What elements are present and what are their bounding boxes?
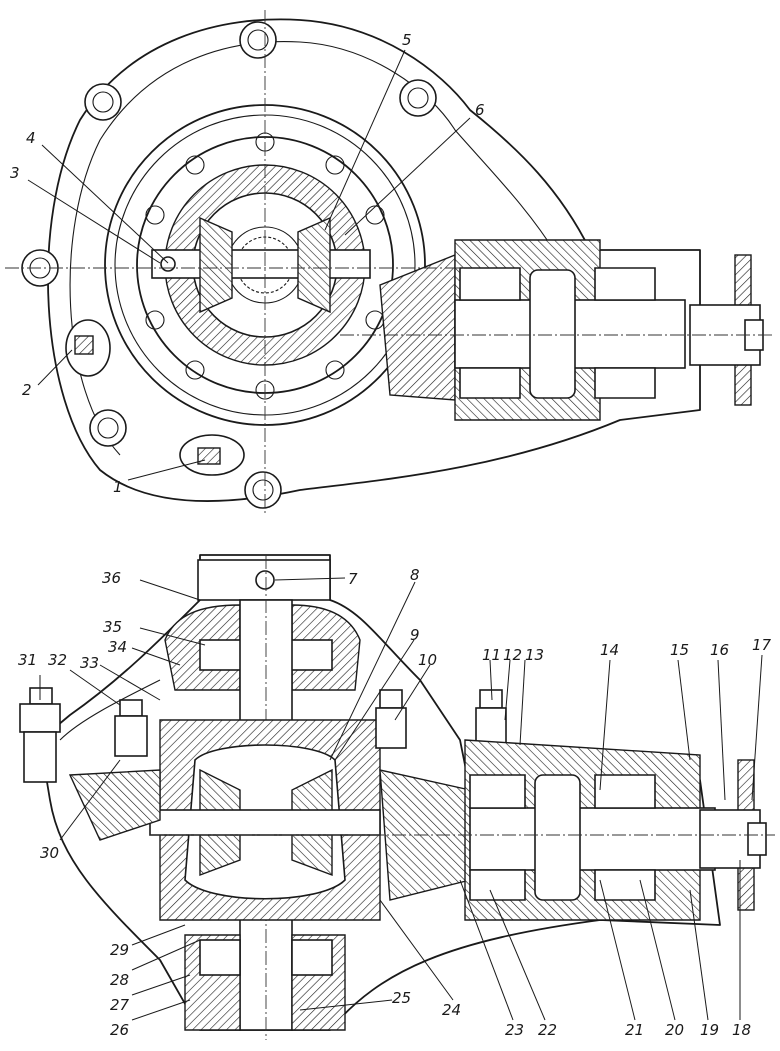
pinion-shaft-bottom xyxy=(469,807,716,871)
callout-20: 20 xyxy=(665,1021,684,1039)
housing-bolts xyxy=(21,21,437,509)
callout-24: 24 xyxy=(442,1001,461,1019)
callout-33: 33 xyxy=(80,654,99,672)
leader-lines xyxy=(27,49,763,1021)
callout-15: 15 xyxy=(670,641,689,659)
callout-13: 13 xyxy=(525,646,544,664)
callout-12: 12 xyxy=(503,646,522,664)
callout-21: 21 xyxy=(625,1021,644,1039)
callout-31: 31 xyxy=(18,651,37,669)
callout-29: 29 xyxy=(110,941,129,959)
cross-shaft xyxy=(149,809,381,836)
housing-outline-top xyxy=(47,18,701,502)
ring-gear-left xyxy=(68,769,161,841)
callout-1: 1 xyxy=(113,478,123,496)
callout-30: 30 xyxy=(40,844,59,862)
callout-18: 18 xyxy=(732,1021,751,1039)
callout-34: 34 xyxy=(108,638,127,656)
callout-6: 6 xyxy=(475,101,485,119)
bottom-view xyxy=(19,554,775,1040)
callout-2: 2 xyxy=(22,381,32,399)
callout-11: 11 xyxy=(482,646,501,664)
callout-28: 28 xyxy=(110,971,129,989)
callout-35: 35 xyxy=(103,618,122,636)
drive-pinion-top xyxy=(379,253,456,401)
callout-7: 7 xyxy=(348,570,358,588)
callout-17: 17 xyxy=(752,636,772,654)
bottom-bolts xyxy=(19,687,507,783)
callout-32: 32 xyxy=(48,651,67,669)
callout-16: 16 xyxy=(710,641,729,659)
callouts-top: 1 2 3 4 5 6 xyxy=(10,31,485,496)
callout-14: 14 xyxy=(600,641,619,659)
callout-4: 4 xyxy=(26,129,36,147)
top-view xyxy=(5,10,775,515)
callout-25: 25 xyxy=(392,989,411,1007)
callout-36: 36 xyxy=(102,569,121,587)
callout-19: 19 xyxy=(700,1021,719,1039)
cross-pin xyxy=(151,249,371,279)
callout-10: 10 xyxy=(418,651,437,669)
callout-23: 23 xyxy=(505,1021,524,1039)
callout-5: 5 xyxy=(402,31,412,49)
callout-9: 9 xyxy=(410,626,420,644)
callout-8: 8 xyxy=(410,566,420,584)
callout-22: 22 xyxy=(538,1021,557,1039)
callout-27: 27 xyxy=(110,996,130,1014)
callout-26: 26 xyxy=(110,1021,129,1039)
callouts-bottom: 7 8 9 10 11 12 13 14 15 16 17 18 19 20 2… xyxy=(18,566,772,1039)
callout-3: 3 xyxy=(10,164,20,182)
